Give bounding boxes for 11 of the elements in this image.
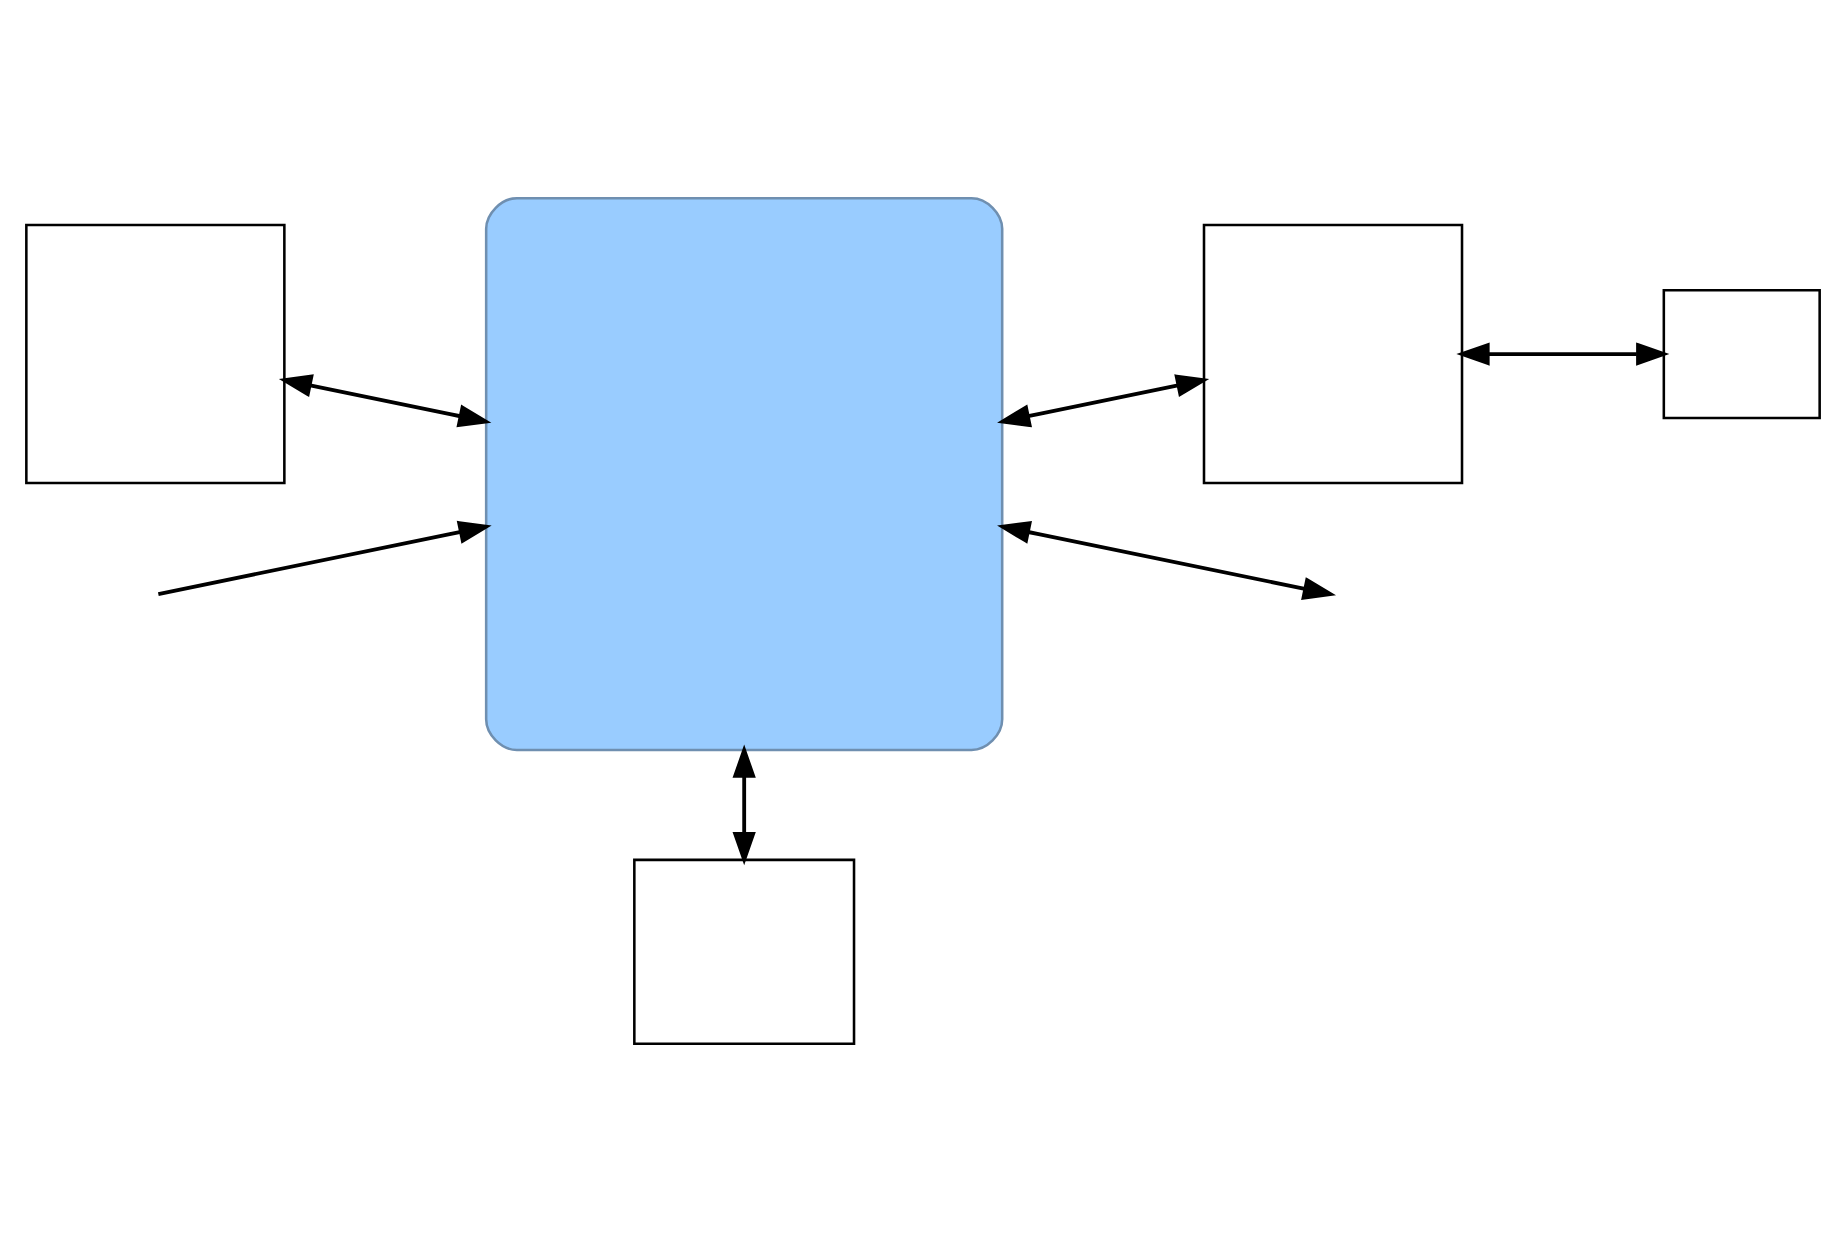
- node-box: [1202, 222, 1464, 484]
- node-box: [1662, 287, 1821, 419]
- node-box: [25, 222, 286, 484]
- node-box: [484, 195, 1004, 751]
- arrow: [997, 519, 1336, 599]
- arrow: [1456, 341, 1670, 365]
- arrow: [278, 373, 492, 427]
- node-box: [633, 857, 856, 1045]
- arrow: [732, 743, 756, 865]
- arrow: [997, 373, 1210, 427]
- arrow: [157, 519, 492, 595]
